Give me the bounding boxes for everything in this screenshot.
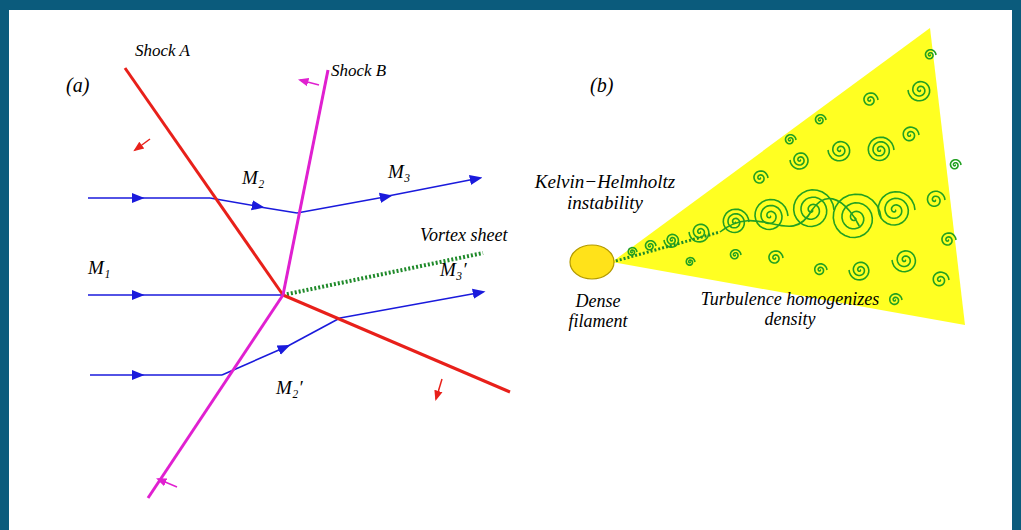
vortex-spirals bbox=[628, 50, 961, 305]
turbulence-label: Turbulence homogenizes density bbox=[690, 290, 890, 330]
spiral bbox=[942, 233, 956, 245]
mach-label: M₂ bbox=[242, 168, 264, 189]
mach-label: M₁ bbox=[88, 258, 110, 279]
frame-bar bbox=[0, 0, 9, 530]
spiral bbox=[833, 194, 881, 237]
spiral bbox=[628, 248, 637, 256]
spiral bbox=[903, 127, 919, 141]
spiral bbox=[890, 294, 902, 305]
spiral bbox=[664, 234, 678, 247]
spiral bbox=[731, 250, 742, 259]
spiral bbox=[878, 192, 915, 225]
shock-b-arrows bbox=[158, 80, 319, 487]
dense-filament bbox=[570, 245, 614, 279]
sheet-label: Vortex sheet bbox=[420, 226, 507, 246]
mach-label: M₃ bbox=[388, 162, 410, 183]
spiral bbox=[951, 160, 962, 169]
spiral bbox=[908, 82, 930, 101]
spiral bbox=[928, 191, 946, 206]
spiral bbox=[864, 93, 878, 105]
shock-label: Shock A bbox=[135, 42, 190, 61]
filament-sheet bbox=[612, 232, 720, 262]
shock-label: Shock B bbox=[331, 62, 386, 81]
wake-curl bbox=[720, 199, 859, 232]
spiral bbox=[646, 241, 657, 250]
spiral bbox=[815, 264, 827, 275]
spiral bbox=[686, 258, 695, 266]
shock-b bbox=[148, 70, 328, 498]
frame-bar bbox=[1012, 0, 1021, 530]
mach-label: M₂′ bbox=[276, 378, 303, 399]
spiral bbox=[790, 153, 808, 169]
frame-bar bbox=[0, 0, 1021, 10]
panel-label: (a) bbox=[66, 74, 89, 96]
spiral bbox=[755, 200, 788, 230]
spiral bbox=[933, 272, 949, 286]
vortex-sheet bbox=[283, 253, 483, 295]
filament-label: Dense filament bbox=[548, 292, 648, 332]
spiral bbox=[786, 135, 797, 144]
mach-label: M₃′ bbox=[440, 260, 467, 281]
spiral bbox=[754, 171, 768, 183]
spiral bbox=[816, 115, 827, 124]
spiral bbox=[926, 50, 937, 59]
instability-label: Kelvin−Helmholtz instability bbox=[515, 172, 695, 214]
spiral bbox=[849, 262, 869, 280]
spiral bbox=[828, 142, 850, 161]
panel-label: (b) bbox=[590, 74, 613, 96]
spiral bbox=[868, 137, 894, 160]
shock-a bbox=[125, 68, 510, 392]
spiral bbox=[769, 251, 783, 263]
spiral bbox=[689, 224, 709, 242]
spiral bbox=[892, 251, 915, 272]
